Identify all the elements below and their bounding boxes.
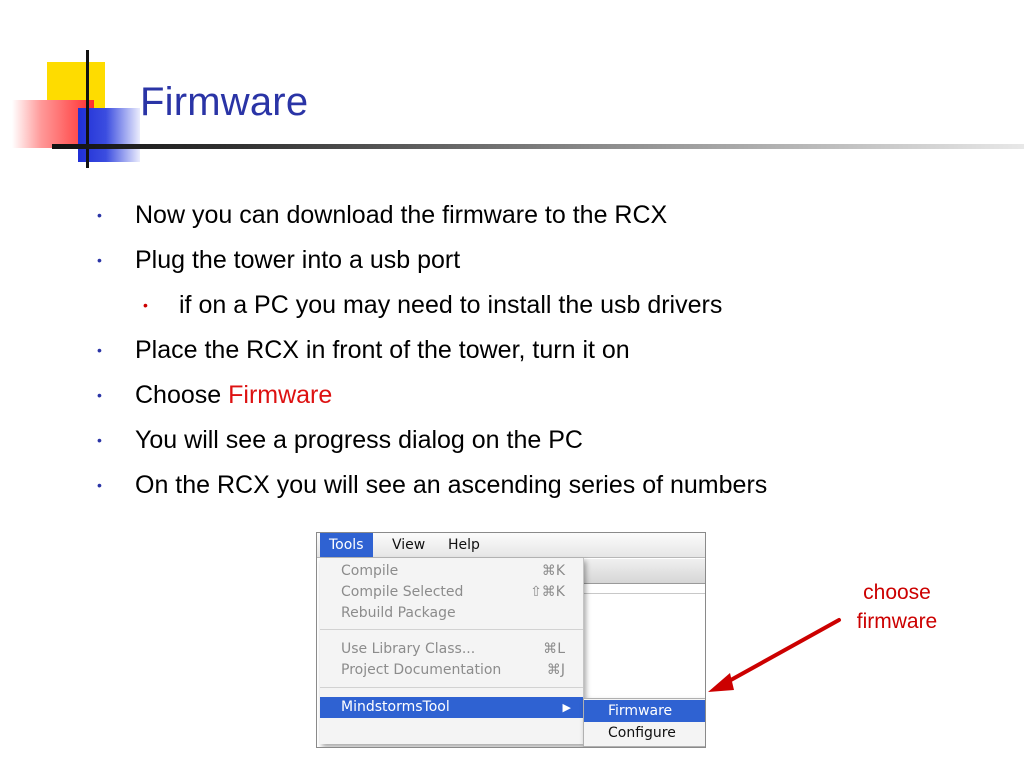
bullet-text: Choose xyxy=(135,381,229,409)
menu-item-compile-selected[interactable]: Compile Selected ⇧⌘K xyxy=(320,582,583,603)
bullet-dot-icon: • xyxy=(97,387,102,403)
callout-label: choose firmware xyxy=(834,578,960,636)
submenu-item-label: Configure xyxy=(608,725,676,741)
menu-item-label: MindstormsTool xyxy=(341,699,450,715)
menu-item-label: Use Library Class... xyxy=(341,641,476,657)
bullet-item: • Place the RCX in front of the tower, t… xyxy=(95,335,767,365)
menu-item-label: Rebuild Package xyxy=(341,605,456,621)
callout-line-1: choose xyxy=(863,581,931,604)
callout-line-2: firmware xyxy=(856,610,938,633)
background-window-toolbar xyxy=(583,559,705,584)
bullet-item: • On the RCX you will see an ascending s… xyxy=(95,470,767,500)
sub-bullet-item: • if on a PC you may need to install the… xyxy=(95,290,767,320)
bullet-text: Place the RCX in front of the tower, tur… xyxy=(135,336,630,364)
bullet-text: Plug the tower into a usb port xyxy=(135,246,461,274)
menu-item-shortcut: ⌘K xyxy=(541,563,565,579)
menu-item-label: Compile Selected xyxy=(341,584,464,600)
bullet-dot-icon: • xyxy=(97,252,102,268)
bullet-dot-icon: • xyxy=(143,297,148,313)
bullet-item: • Now you can download the firmware to t… xyxy=(95,200,767,230)
submenu-item-firmware[interactable]: Firmware xyxy=(584,700,705,722)
bullet-item: • Plug the tower into a usb port xyxy=(95,245,767,275)
bullet-dot-icon: • xyxy=(97,207,102,223)
menu-item-mindstormstool[interactable]: MindstormsTool ▶ xyxy=(320,697,583,718)
bullet-dot-icon: • xyxy=(97,342,102,358)
mindstorms-submenu: Firmware Configure xyxy=(583,698,705,747)
submenu-arrow-icon: ▶ xyxy=(562,701,571,714)
callout-arrow-icon xyxy=(708,618,841,692)
menu-screenshot: Tools View Help Compile ⌘K Compile Selec… xyxy=(316,532,706,748)
bullet-dot-icon: • xyxy=(97,477,102,493)
menubar-view[interactable]: View xyxy=(392,537,426,553)
menu-separator xyxy=(320,687,583,688)
slide-title: Firmware xyxy=(140,80,309,124)
menu-item-rebuild-package[interactable]: Rebuild Package xyxy=(320,603,583,624)
menu-item-use-library-class[interactable]: Use Library Class... ⌘L xyxy=(320,639,583,660)
bullet-text: You will see a progress dialog on the PC xyxy=(135,426,583,454)
tools-menu: Compile ⌘K Compile Selected ⇧⌘K Rebuild … xyxy=(320,558,584,744)
menu-item-shortcut: ⌘J xyxy=(546,662,565,678)
menu-item-label: Project Documentation xyxy=(341,662,502,678)
bullet-text: Now you can download the firmware to the… xyxy=(135,201,668,229)
menu-item-project-documentation[interactable]: Project Documentation ⌘J xyxy=(320,660,583,681)
bullet-text: On the RCX you will see an ascending ser… xyxy=(135,471,768,499)
decor-vertical-line xyxy=(86,50,89,168)
bullet-item: • You will see a progress dialog on the … xyxy=(95,425,767,455)
menubar-help[interactable]: Help xyxy=(448,537,480,553)
bullet-list: • Now you can download the firmware to t… xyxy=(95,200,767,515)
menubar: Tools View Help xyxy=(317,533,705,558)
bullet-highlight-firmware: Firmware xyxy=(228,381,333,409)
background-window-divider xyxy=(583,593,705,594)
bullet-item: • Choose Firmware xyxy=(95,380,767,410)
menubar-tools[interactable]: Tools xyxy=(320,533,373,557)
menu-item-shortcut: ⇧⌘K xyxy=(530,584,565,600)
menu-item-shortcut: ⌘L xyxy=(543,641,565,657)
bullet-text: if on a PC you may need to install the u… xyxy=(179,291,723,319)
submenu-item-label: Firmware xyxy=(608,703,673,719)
menu-separator xyxy=(320,629,583,630)
submenu-item-configure[interactable]: Configure xyxy=(584,722,705,744)
menu-item-label: Compile xyxy=(341,563,399,579)
title-underline xyxy=(52,144,1024,149)
menu-item-compile[interactable]: Compile ⌘K xyxy=(320,561,583,582)
bullet-dot-icon: • xyxy=(97,432,102,448)
